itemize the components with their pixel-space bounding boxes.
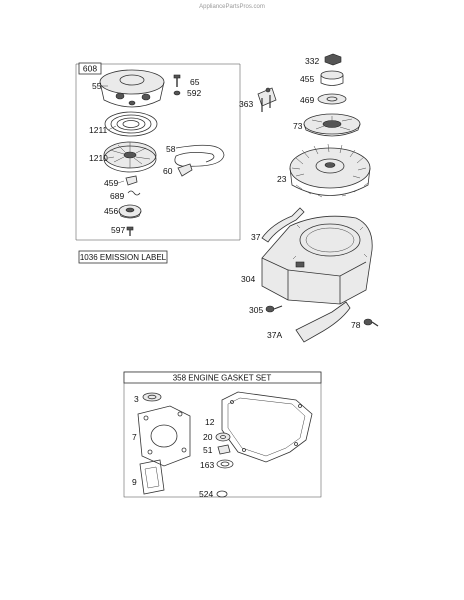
washer-469-drawing [317, 93, 347, 105]
screw-305-drawing [265, 305, 283, 313]
part-469-label: 469 [300, 95, 314, 105]
bracket-363-drawing [257, 87, 277, 112]
washer-592-drawing [173, 90, 181, 96]
gasket-set-title-box [123, 371, 322, 384]
rope-58-drawing [174, 144, 225, 167]
gasket-9-drawing [139, 459, 165, 495]
seal-3-drawing [142, 392, 162, 402]
part-1211-label: 1211 [89, 125, 108, 135]
part-524-label: 524 [199, 489, 213, 499]
group-608-tag-label: 608 [83, 64, 97, 74]
part-7-label: 7 [132, 432, 137, 442]
group-608-frame [75, 63, 241, 241]
handle-60-drawing [177, 163, 193, 177]
part-58-label: 58 [166, 144, 176, 154]
watermark-text: AppliancePartsPros.com [199, 4, 265, 10]
part-304-label: 304 [241, 274, 255, 284]
emission-label-text: 1036 EMISSION LABEL [80, 253, 167, 262]
screen-73-drawing [303, 113, 361, 137]
head-gasket-7-drawing [137, 405, 191, 467]
engine-gasket-set-group: 358 ENGINE GASKET SET 3 7 9 [123, 371, 322, 499]
part-456-label: 456 [104, 206, 118, 216]
part-65-label: 65 [190, 77, 200, 87]
part-305-label: 305 [249, 305, 263, 315]
part-1210-label: 1210 [89, 153, 108, 163]
part-163-label: 163 [200, 460, 214, 470]
crankcase-gasket-12-drawing [221, 391, 313, 463]
part-73-label: 73 [293, 121, 303, 131]
seal-524-drawing [216, 490, 228, 498]
part-597-label: 597 [111, 225, 125, 235]
emission-label-box [78, 250, 168, 264]
gasket-163-drawing [216, 459, 234, 469]
nut-332-drawing [324, 53, 342, 66]
starter-housing-drawing [99, 69, 165, 108]
group-608-tag [78, 62, 102, 75]
gasket-51-drawing [217, 444, 231, 455]
pawl-459-drawing [125, 175, 138, 186]
pulley-1210-drawing [103, 141, 157, 173]
baffle-37a-drawing [295, 301, 351, 343]
part-3-label: 3 [134, 394, 139, 404]
spring-1211-drawing [104, 111, 158, 137]
part-51-label: 51 [203, 445, 213, 455]
part-20-label: 20 [203, 432, 213, 442]
gasket-20-drawing [215, 432, 231, 442]
part-363-label: 363 [239, 99, 253, 109]
baffle-37-drawing [261, 207, 305, 243]
part-12-label: 12 [205, 417, 215, 427]
clutch-455-drawing [320, 70, 344, 86]
part-60-label: 60 [163, 166, 173, 176]
retainer-456-drawing [118, 204, 142, 219]
rewind-starter-group: 608 55 65 592 1211 [75, 62, 241, 241]
flywheel-group: 332 455 469 363 73 [239, 53, 379, 343]
screw-597-drawing [126, 226, 134, 236]
part-455-label: 455 [300, 74, 314, 84]
part-37-label: 37 [251, 232, 261, 242]
part-37a-label: 37A [267, 330, 282, 340]
part-459-label: 459 [104, 178, 118, 188]
part-9-label: 9 [132, 477, 137, 487]
part-332-label: 332 [305, 56, 319, 66]
part-78-label: 78 [351, 320, 361, 330]
blower-housing-304-drawing [261, 215, 373, 305]
screw-78-drawing [363, 318, 379, 327]
part-55-label: 55 [92, 81, 102, 91]
spring-689-drawing [127, 190, 141, 196]
part-689-label: 689 [110, 191, 124, 201]
part-592-label: 592 [187, 88, 201, 98]
part-23-label: 23 [277, 174, 287, 184]
screw-65-drawing [173, 74, 181, 87]
gasket-set-title: 358 ENGINE GASKET SET [173, 374, 272, 383]
flywheel-23-drawing [289, 143, 371, 198]
